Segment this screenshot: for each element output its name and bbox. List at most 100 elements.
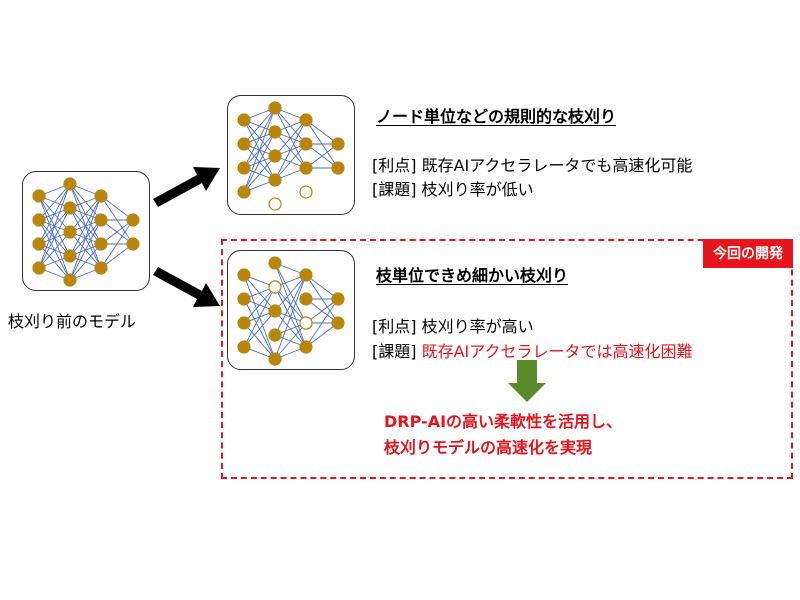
node: [237, 137, 251, 151]
edge: [243, 310, 276, 348]
edge: [100, 243, 134, 269]
arrow-to-fine: [153, 267, 220, 307]
node: [268, 173, 282, 187]
node: [299, 137, 313, 151]
edge: [305, 298, 339, 348]
node: [237, 292, 251, 306]
node: [237, 161, 251, 175]
edge: [69, 195, 102, 233]
down-arrow-green: [508, 360, 546, 402]
development-result-line2: 枝刈りモデルの高速化を実現: [384, 438, 593, 457]
fine-network-diagram: [237, 256, 345, 366]
node: [237, 185, 251, 199]
fine-network-box: [227, 250, 355, 370]
node: [299, 268, 313, 282]
node: [63, 201, 77, 215]
node: [94, 189, 108, 203]
edge: [243, 286, 276, 348]
edge: [243, 155, 276, 193]
structured-network-diagram: [237, 101, 345, 211]
node: [32, 213, 46, 227]
node: [268, 149, 282, 163]
edge: [305, 322, 339, 348]
edge: [243, 107, 276, 145]
node: [268, 304, 282, 318]
edge: [274, 119, 307, 181]
original-network-diagram: [32, 177, 140, 287]
node: [299, 340, 313, 354]
node: [268, 125, 282, 139]
edge: [38, 183, 71, 221]
node: [331, 316, 345, 330]
node: [32, 237, 46, 251]
node: [32, 189, 46, 203]
edge: [69, 219, 102, 281]
node: [268, 328, 282, 342]
fine-issue: [課題] 既存AIアクセラレータでは高速化困難: [372, 338, 692, 362]
edge: [274, 119, 307, 157]
original-network-box: [22, 171, 150, 291]
node: [63, 177, 77, 191]
edge: [274, 274, 307, 360]
edge: [305, 143, 339, 169]
edge: [69, 195, 102, 257]
original-model-label: 枝刈り前のモデル: [8, 312, 137, 331]
development-result-line1: DRP-AIの高い柔軟性を活用し、: [384, 412, 623, 431]
edge: [100, 195, 134, 221]
edge: [243, 286, 276, 324]
node: [63, 225, 77, 239]
edge: [69, 243, 102, 281]
edge: [38, 183, 71, 245]
node: [94, 237, 108, 251]
node: [237, 340, 251, 354]
node: [268, 352, 282, 366]
node: [331, 161, 345, 175]
edge: [100, 219, 134, 269]
node: [299, 292, 313, 306]
node: [331, 137, 345, 151]
development-tag: 今回の開発: [703, 239, 793, 268]
node: [32, 261, 46, 275]
pruned-node: [268, 197, 282, 211]
edge: [274, 274, 307, 312]
node: [94, 213, 108, 227]
edge: [38, 231, 71, 269]
node: [268, 256, 282, 270]
node: [331, 292, 345, 306]
edge: [274, 143, 307, 181]
edge: [305, 119, 339, 145]
node: [268, 101, 282, 115]
node: [299, 161, 313, 175]
node: [126, 237, 140, 251]
structured-heading: ノード単位などの規則的な枝刈り: [376, 107, 617, 126]
edge: [305, 298, 339, 324]
structured-issue: [課題] 枝刈り率が低い: [372, 180, 534, 199]
node: [126, 213, 140, 227]
node: [63, 273, 77, 287]
fine-issue-highlight: 既存AIアクセラレータでは高速化困難: [421, 342, 693, 361]
pruned-node: [299, 185, 313, 199]
node: [237, 268, 251, 282]
edge: [243, 107, 276, 193]
node: [237, 113, 251, 127]
edge: [274, 274, 307, 336]
sparse-node: [268, 280, 282, 294]
fine-heading: 枝単位できめ細かい枝刈り: [376, 266, 569, 285]
edge: [243, 131, 276, 193]
fine-merit: [利点] 枝刈り率が高い: [372, 317, 534, 336]
edge: [38, 183, 71, 269]
fine-issue-prefix: [課題]: [372, 342, 422, 361]
development-box: 今回の開発: [221, 239, 793, 479]
node: [94, 261, 108, 275]
node: [299, 113, 313, 127]
edge: [243, 107, 276, 169]
edge: [100, 219, 134, 245]
node: [63, 249, 77, 263]
edge: [305, 274, 339, 300]
node: [237, 316, 251, 330]
edge: [274, 322, 307, 360]
development-result: DRP-AIの高い柔軟性を活用し、 枝刈りモデルの高速化を実現: [384, 409, 622, 461]
edge: [69, 195, 102, 281]
sparse-node: [299, 316, 313, 330]
